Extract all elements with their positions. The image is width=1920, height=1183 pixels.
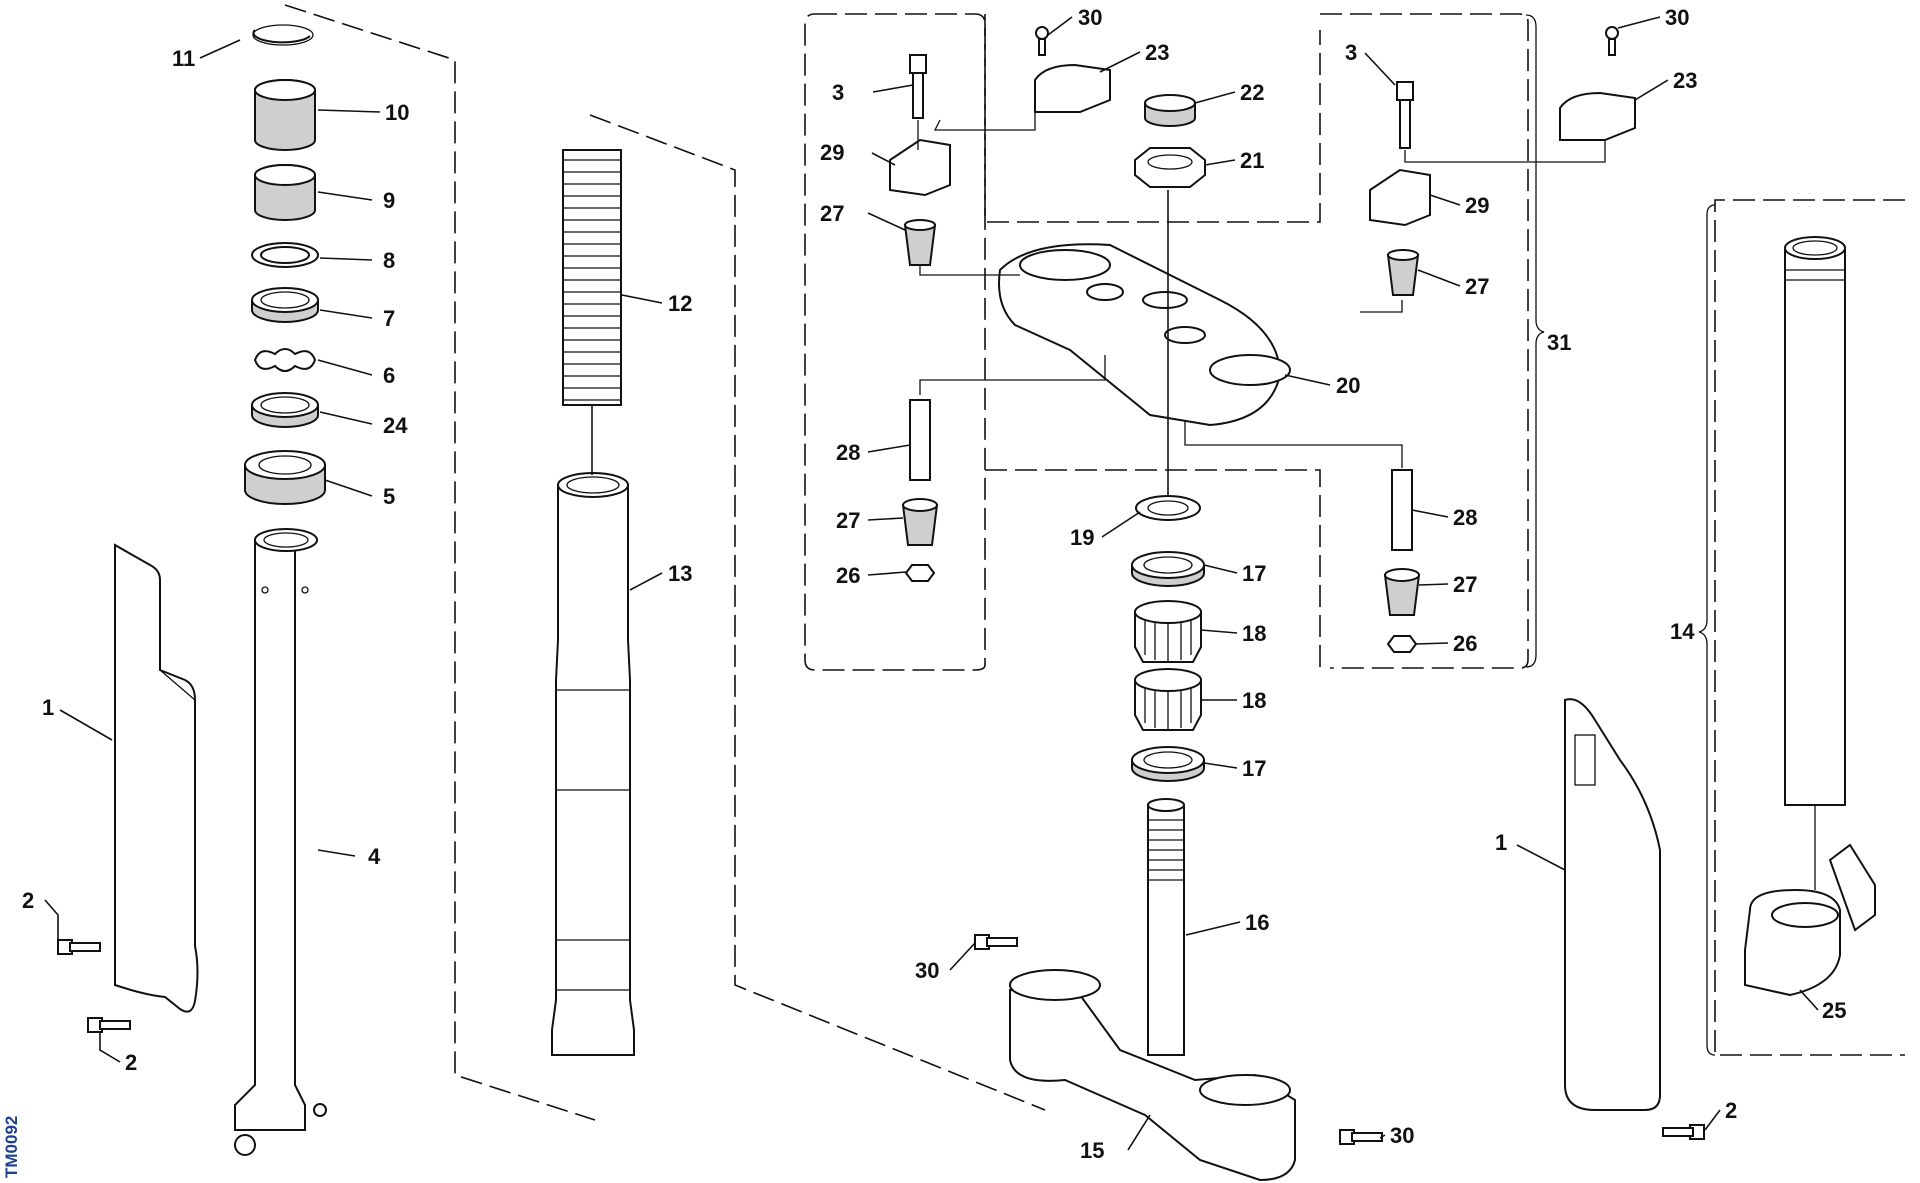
callout-28-left: 28 [836,440,860,465]
race-17-lower-part [1131,746,1205,782]
screw-30-lower-right-part [1339,1129,1383,1145]
callout-29-left: 29 [820,140,844,165]
callout-3-right: 3 [1345,40,1357,65]
clamp-29-left-part [889,138,951,197]
callout-19: 19 [1070,525,1094,550]
callout-6: 6 [383,363,395,388]
screw-30-top-part [1035,26,1049,56]
callout-17-upper: 17 [1242,561,1266,586]
callout-1-left: 1 [42,695,54,720]
spring-12-part [562,149,622,406]
callout-30-top: 30 [1078,5,1102,30]
bearing-18-lower-part [1134,668,1202,731]
bolt-2-lower-part [87,1017,131,1033]
washer-19-part [1135,495,1201,521]
inner-tube-13-part [551,472,635,1056]
callout-10: 10 [385,100,409,125]
callout-7: 7 [383,306,395,331]
callout-17-lower: 17 [1242,756,1266,781]
nut-21-part [1134,147,1206,188]
callout-2-upper: 2 [22,888,34,913]
steering-stem-16-part [1147,798,1185,1056]
fork-tube-14-part [1784,236,1846,806]
bolt-2-upper-part [57,939,101,955]
right-clamp-parts [1369,26,1636,653]
axle-foot-25-part [1744,843,1876,997]
callout-5: 5 [383,484,395,509]
upper-triple-clamp-20-part [998,243,1291,427]
inner-fork-parts [551,149,635,1056]
callout-30-lower-right: 30 [1390,1123,1414,1148]
callout-18-upper: 18 [1242,621,1266,646]
drawing-code: TM0092 [2,1116,21,1178]
callout-27-a: 27 [820,201,844,226]
cap-22-part [1144,94,1196,127]
callout-9: 9 [383,188,395,213]
callout-16: 16 [1245,910,1269,935]
callout-31: 31 [1547,330,1571,355]
spacer-28-right-part [1391,469,1413,551]
lower-triple-clamp-15-part [1009,969,1296,1182]
callout-2-lower: 2 [125,1050,137,1075]
callout-30-lower-left: 30 [915,958,939,983]
callout-30-top-right: 30 [1665,5,1689,30]
callout-13: 13 [668,561,692,586]
callout-23-right: 23 [1673,68,1697,93]
callout-24: 24 [383,413,408,438]
callout-21: 21 [1240,148,1264,173]
circlip-part [252,29,311,44]
screw-30-top-right-part [1605,26,1619,56]
clamp-23-part [1034,63,1111,113]
left-clamp-parts [889,54,951,582]
callout-22: 22 [1240,80,1264,105]
callout-25: 25 [1822,998,1846,1023]
callout-4: 4 [368,844,381,869]
spring-clip-6-part [253,348,317,372]
bearing-18-upper-part [1134,600,1202,663]
callout-14: 14 [1670,619,1695,644]
callout-3-left: 3 [832,80,844,105]
callout-27-c: 27 [1465,274,1489,299]
callout-1-right: 1 [1495,830,1507,855]
callout-28-right: 28 [1453,505,1477,530]
bolt-2-right-part [1662,1124,1705,1140]
callout-27-d: 27 [1453,572,1477,597]
clamp-23-right-part [1559,91,1636,141]
fork-guard-1-part [114,543,199,1013]
callout-11: 11 [172,46,195,71]
callout-8: 8 [383,248,395,273]
fork-guard-1-right-part [1564,698,1661,1111]
bolt-3-right-part [1396,81,1414,149]
callout-20: 20 [1336,373,1360,398]
spacer-28-left-part [909,399,931,481]
bolt-3-left-part [909,54,927,119]
race-17-upper-part [1131,551,1205,587]
callout-15: 15 [1080,1138,1104,1163]
callout-26-left: 26 [836,563,860,588]
callout-2-right: 2 [1725,1098,1737,1123]
outer-tube-4-part [234,539,306,1131]
top-middle-parts [1034,26,1206,188]
screw-30-lower-left-part [974,934,1018,950]
callout-18-lower: 18 [1242,688,1266,713]
callout-29-right: 29 [1465,193,1489,218]
left-fork-parts [57,24,327,1156]
steering-stack-parts [974,190,1383,1182]
assembly-outlines [284,4,1905,1121]
leader-lines [44,16,1819,1151]
clamp-29-right-part [1369,168,1431,227]
right-fork-parts [1564,236,1876,1140]
callout-labels: 11 10 9 8 7 6 24 5 4 1 2 2 12 13 3 29 27… [22,5,1846,1163]
callout-23: 23 [1145,40,1169,65]
callout-27-b: 27 [836,508,860,533]
callout-26-right: 26 [1453,631,1477,656]
nut-26-left-part [904,564,936,582]
callout-12: 12 [668,291,692,316]
nut-26-right-part [1386,635,1418,653]
